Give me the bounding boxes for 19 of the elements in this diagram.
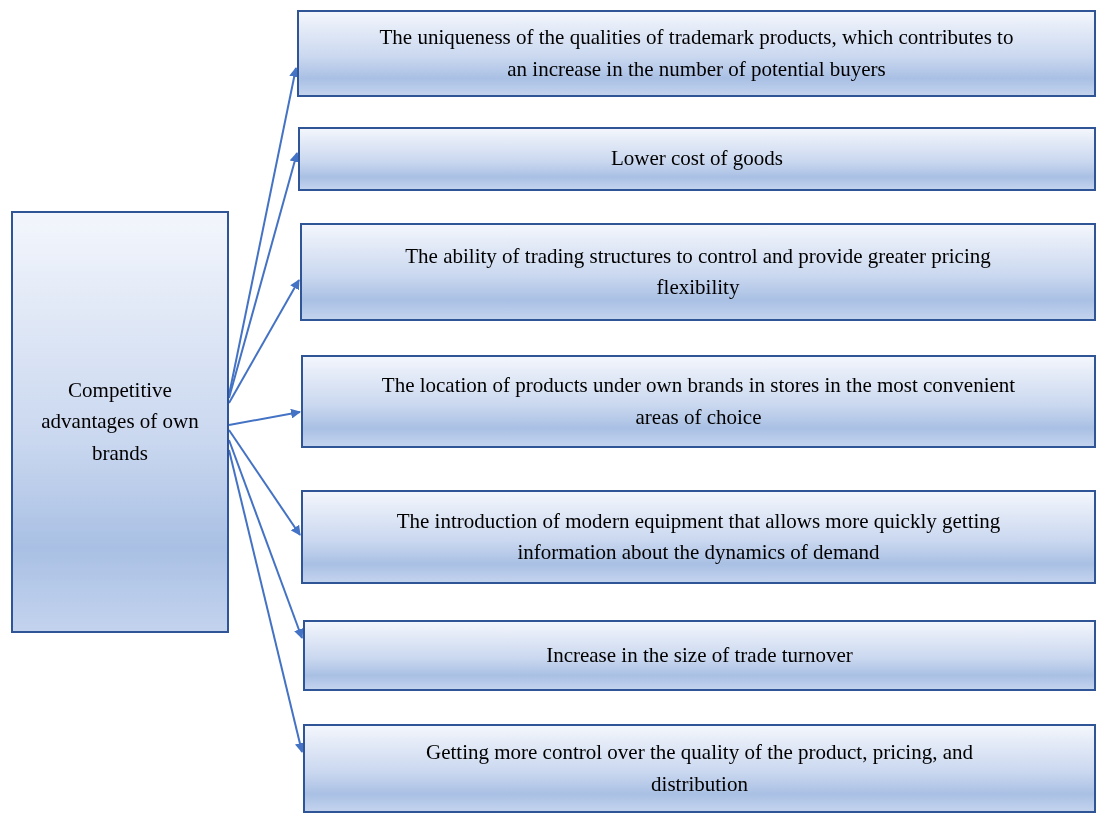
advantage-box bbox=[303, 724, 1096, 813]
box-text: Lower cost of goods bbox=[610, 145, 784, 173]
advantage-box bbox=[300, 223, 1096, 321]
box-text: The ability of trading structures to control and provide greater pricing flexibility bbox=[404, 242, 992, 301]
advantage-box bbox=[297, 10, 1096, 97]
box-text: Increase in the size of trade turnover bbox=[546, 641, 853, 669]
advantage-box bbox=[303, 620, 1096, 691]
arrow bbox=[228, 279, 300, 404]
advantage-box bbox=[301, 355, 1096, 448]
advantage-box bbox=[301, 490, 1096, 584]
arrow bbox=[228, 408, 301, 426]
box-text: The uniqueness of the qualities of trademark products, which contributes to an increase in the number of potential buyers bbox=[378, 24, 1015, 83]
box-text: The introduction of modern equipment that allows more quickly getting information about the dynamics of demand bbox=[395, 507, 1002, 566]
topic-box bbox=[11, 211, 229, 633]
arrow bbox=[228, 429, 301, 536]
box-text: Competitive advantages of own brands bbox=[40, 376, 200, 467]
box-text: Getting more control over the quality of the product, pricing, and distribution bbox=[425, 739, 974, 798]
advantage-box bbox=[298, 127, 1096, 191]
box-text: The location of products under own brands in stores in the most convenient areas of choice bbox=[380, 372, 1017, 431]
